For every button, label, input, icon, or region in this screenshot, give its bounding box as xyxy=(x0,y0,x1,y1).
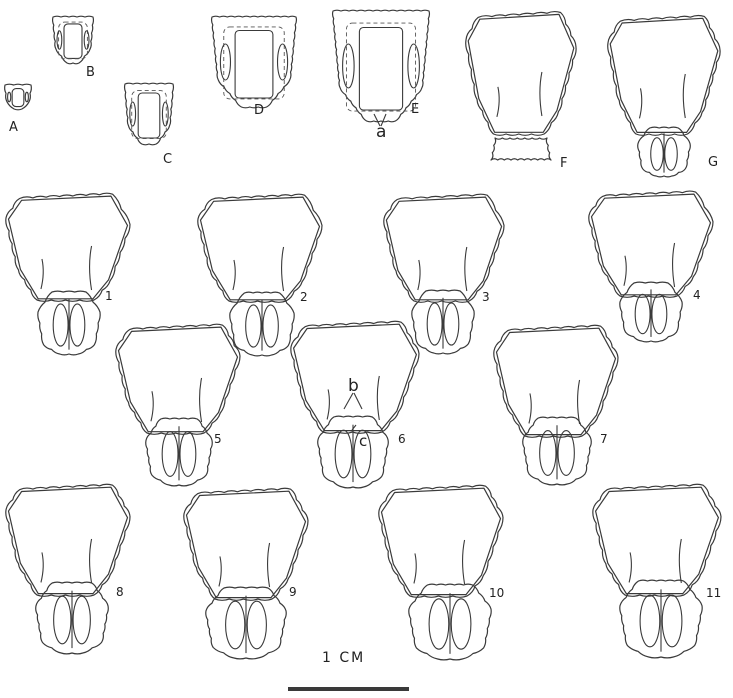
labels-layer: A B C D E F G 1 2 3 4 5 6 7 8 9 10 11 xyxy=(9,65,721,600)
stage-2-drawing xyxy=(198,194,322,356)
stage-label-3: 3 xyxy=(482,290,490,304)
annotation-c: c xyxy=(359,432,367,450)
stage-label-d: D xyxy=(254,103,264,118)
stage-label-b: B xyxy=(86,65,95,80)
stage-label-9: 9 xyxy=(289,585,297,599)
stage-7-drawing xyxy=(494,325,618,485)
stage-label-f: F xyxy=(560,156,567,171)
stage-label-e: E xyxy=(411,102,419,117)
scale-bar xyxy=(288,687,409,691)
stage-8-drawing xyxy=(6,484,130,654)
stage-label-7: 7 xyxy=(600,432,608,446)
stage-f-drawing xyxy=(466,12,576,160)
stage-label-4: 4 xyxy=(693,288,701,302)
stage-1-drawing xyxy=(6,193,130,355)
stage-label-8: 8 xyxy=(116,585,124,599)
stage-label-2: 2 xyxy=(300,290,308,304)
stage-11-drawing xyxy=(593,484,721,658)
stage-6-drawing xyxy=(291,321,419,488)
stage-label-6: 6 xyxy=(398,432,406,446)
annotation-b: b xyxy=(348,376,359,396)
stage-b-drawing xyxy=(53,16,94,64)
stage-10-drawing xyxy=(379,485,503,660)
stage-c-drawing xyxy=(125,83,174,145)
stage-g-drawing xyxy=(608,15,720,176)
stage-label-11: 11 xyxy=(706,586,721,600)
stage-d-drawing xyxy=(212,16,297,108)
stage-label-10: 10 xyxy=(489,586,504,600)
stage-label-5: 5 xyxy=(214,432,222,446)
drawings-layer xyxy=(5,10,721,660)
stage-label-a: A xyxy=(9,120,18,135)
stage-label-1: 1 xyxy=(105,289,113,303)
scale-label: 1 CM xyxy=(322,650,365,666)
stage-a-drawing xyxy=(5,84,32,110)
stage-label-g: G xyxy=(708,155,718,170)
stage-9-drawing xyxy=(184,488,308,659)
annotation-a: a xyxy=(376,122,386,142)
stage-5-drawing xyxy=(116,324,240,486)
stage-4-drawing xyxy=(589,191,713,342)
stage-label-c: C xyxy=(163,152,172,167)
